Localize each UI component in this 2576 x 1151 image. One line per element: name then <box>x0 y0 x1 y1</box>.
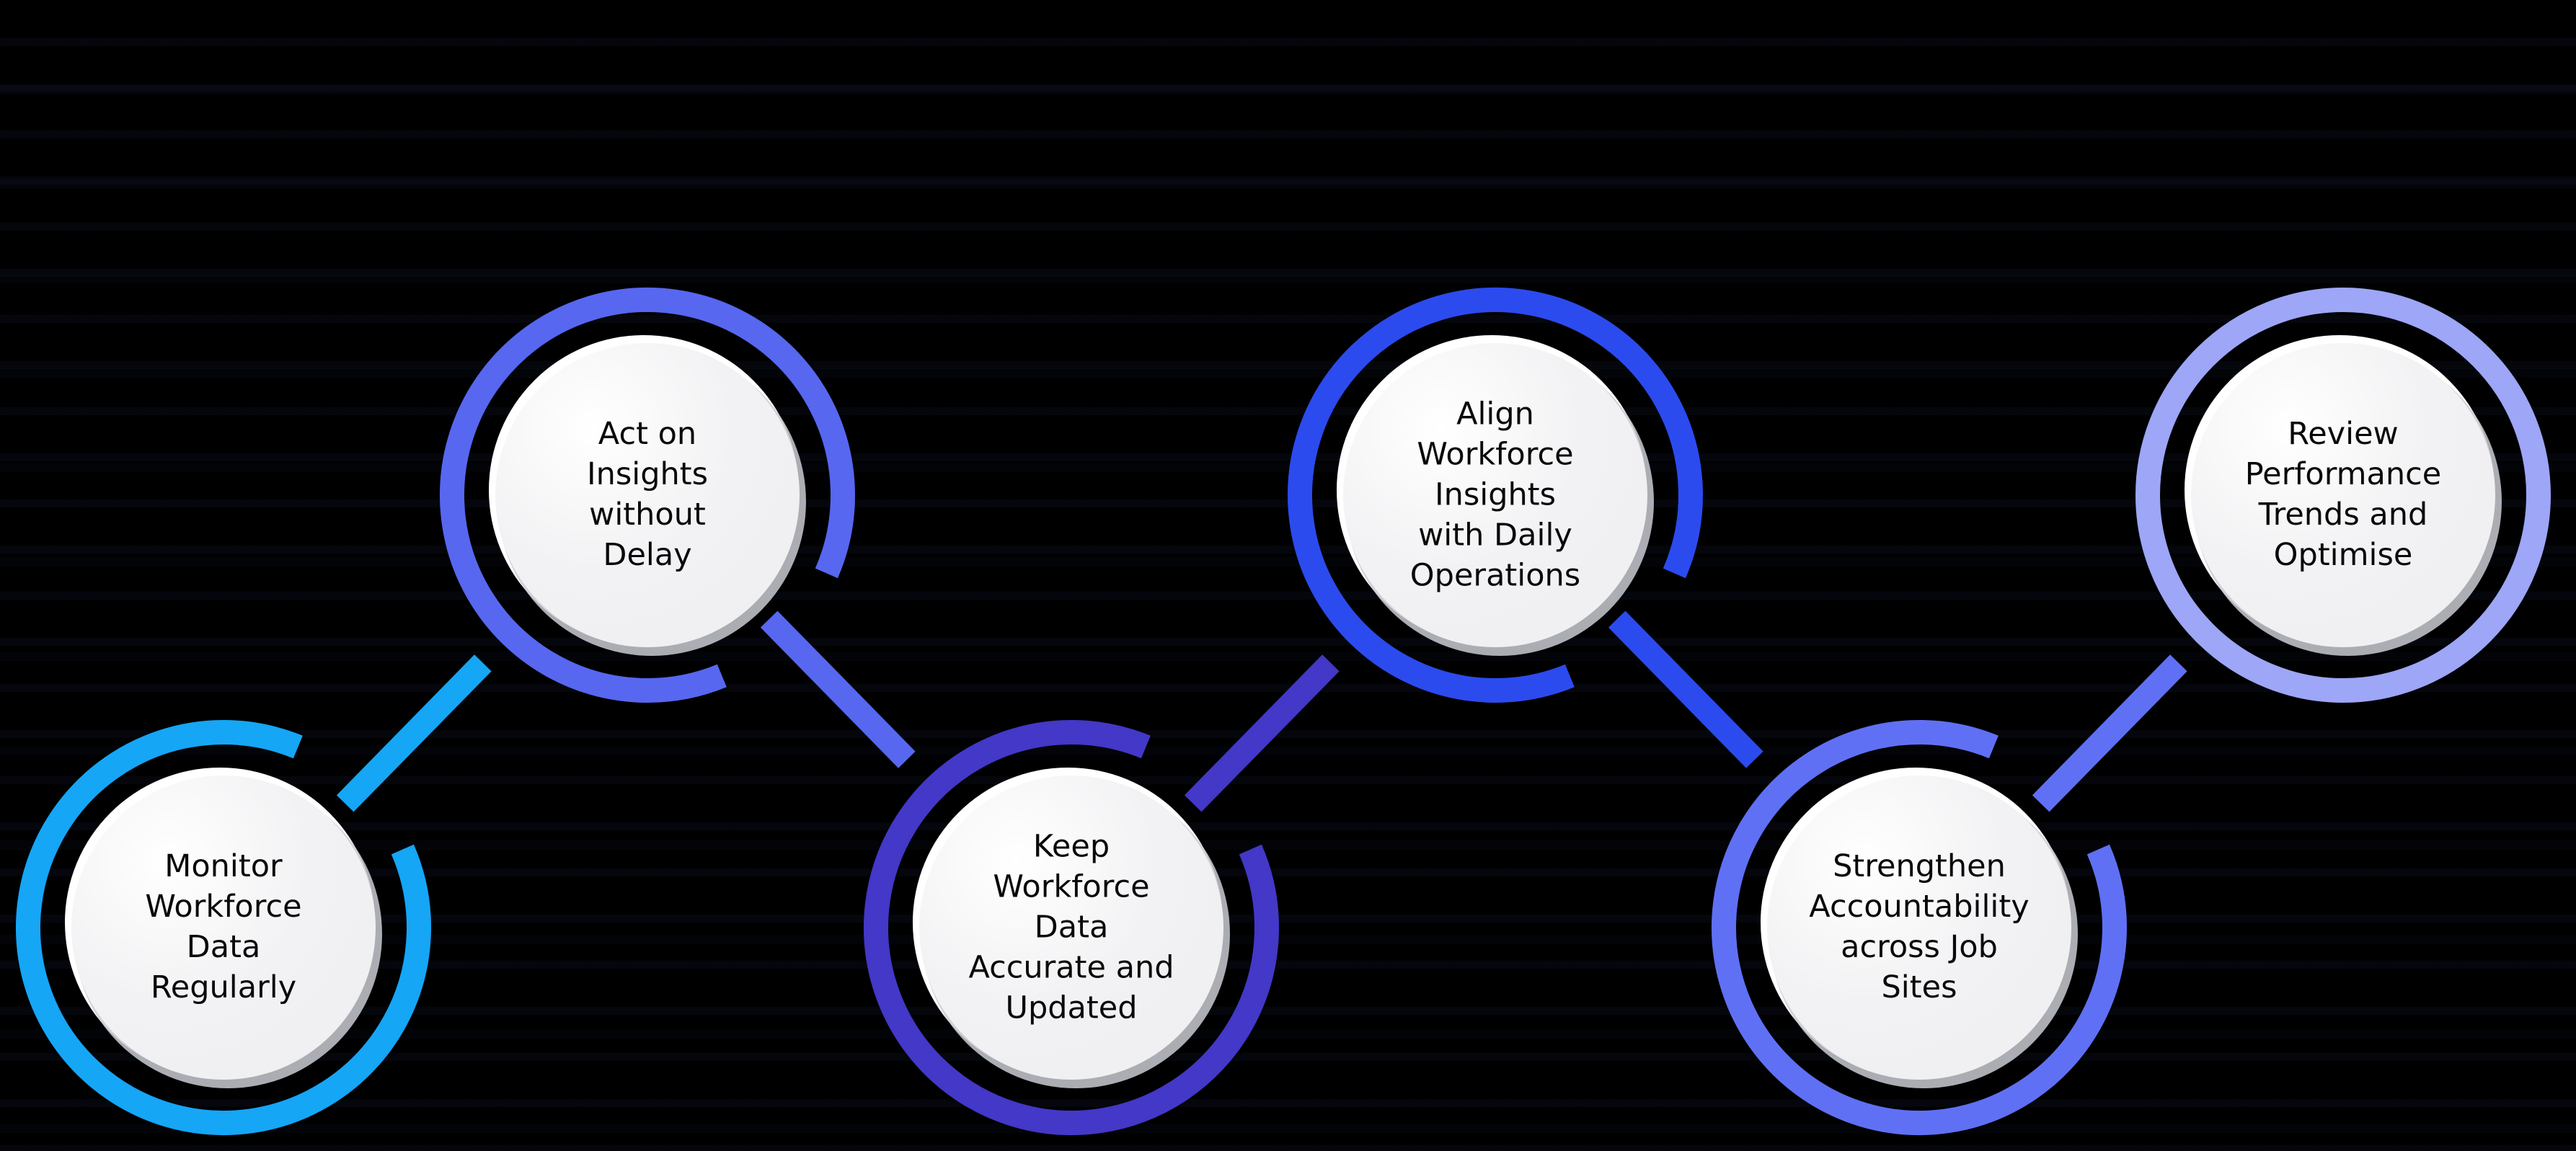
step-label-monitor-workforce-data: Monitor Workforce Data Regularly <box>79 847 368 1008</box>
step-label-review-performance: Review Performance Trends and Optimise <box>2199 414 2487 576</box>
step-ring <box>16 720 431 1135</box>
label-line: with Daily <box>1418 516 1572 553</box>
step-circle-4 <box>1288 288 1703 703</box>
label-line: Workforce <box>993 868 1150 905</box>
label-line: Act on <box>598 416 697 453</box>
label-line: Regularly <box>150 969 297 1005</box>
step-disc <box>1767 776 2071 1080</box>
step-ring <box>440 288 855 703</box>
label-line: Strengthen <box>1833 848 2006 885</box>
label-line: Data <box>186 929 261 965</box>
label-line: Keep <box>1032 828 1110 865</box>
label-line: Workforce <box>1417 436 1574 473</box>
step-disc <box>71 776 376 1080</box>
label-line: Accurate and <box>968 948 1174 985</box>
connector-line-2-to-3 <box>760 610 916 768</box>
label-line: Insights <box>1434 476 1557 513</box>
label-line: Review <box>2288 416 2399 453</box>
step-circle-5 <box>1712 720 2127 1135</box>
label-line: without <box>589 497 706 533</box>
label-line: Sites <box>1881 969 1957 1005</box>
label-line: Accountability <box>1809 889 2030 925</box>
label-line: Align <box>1456 396 1534 432</box>
step-ring <box>1288 288 1703 703</box>
label-line: Monitor <box>164 848 283 885</box>
connector-line-1-to-2 <box>336 654 492 812</box>
label-line: Delay <box>603 536 692 573</box>
step-label-strengthen-accountability: Strengthen Accountability across Job Sit… <box>1775 847 2063 1008</box>
step-ring <box>2135 288 2551 703</box>
step-circle-2 <box>440 288 855 703</box>
connector-line-4-to-5 <box>1608 610 1763 768</box>
connector-line-3-to-4 <box>1184 654 1340 812</box>
step-label-keep-data-accurate: Keep Workforce Data Accurate and Updated <box>927 827 1216 1028</box>
step-circle-3 <box>864 720 1279 1135</box>
connector-line-5-to-6 <box>2032 654 2187 812</box>
step-label-act-on-insights: Act on Insights without Delay <box>503 414 792 576</box>
step-ring <box>864 720 1279 1135</box>
label-line: across Job <box>1841 929 1998 965</box>
step-circle-1 <box>16 720 431 1135</box>
label-line: Workforce <box>145 889 302 925</box>
label-line: Trends and <box>2258 497 2428 533</box>
step-disc <box>1343 343 1647 647</box>
label-line: Operations <box>1409 556 1581 593</box>
label-line: Optimise <box>2273 536 2413 573</box>
label-line: Performance <box>2244 456 2442 493</box>
step-ring <box>1712 720 2127 1135</box>
step-disc <box>919 776 1223 1080</box>
label-line: Insights <box>586 456 709 493</box>
step-disc <box>495 343 800 647</box>
step-label-align-insights: Align Workforce Insights with Daily Oper… <box>1351 394 1639 595</box>
label-line: Updated <box>1005 989 1138 1026</box>
label-line: Data <box>1034 909 1109 946</box>
step-disc <box>2191 343 2495 647</box>
step-circle-6 <box>2135 288 2551 703</box>
